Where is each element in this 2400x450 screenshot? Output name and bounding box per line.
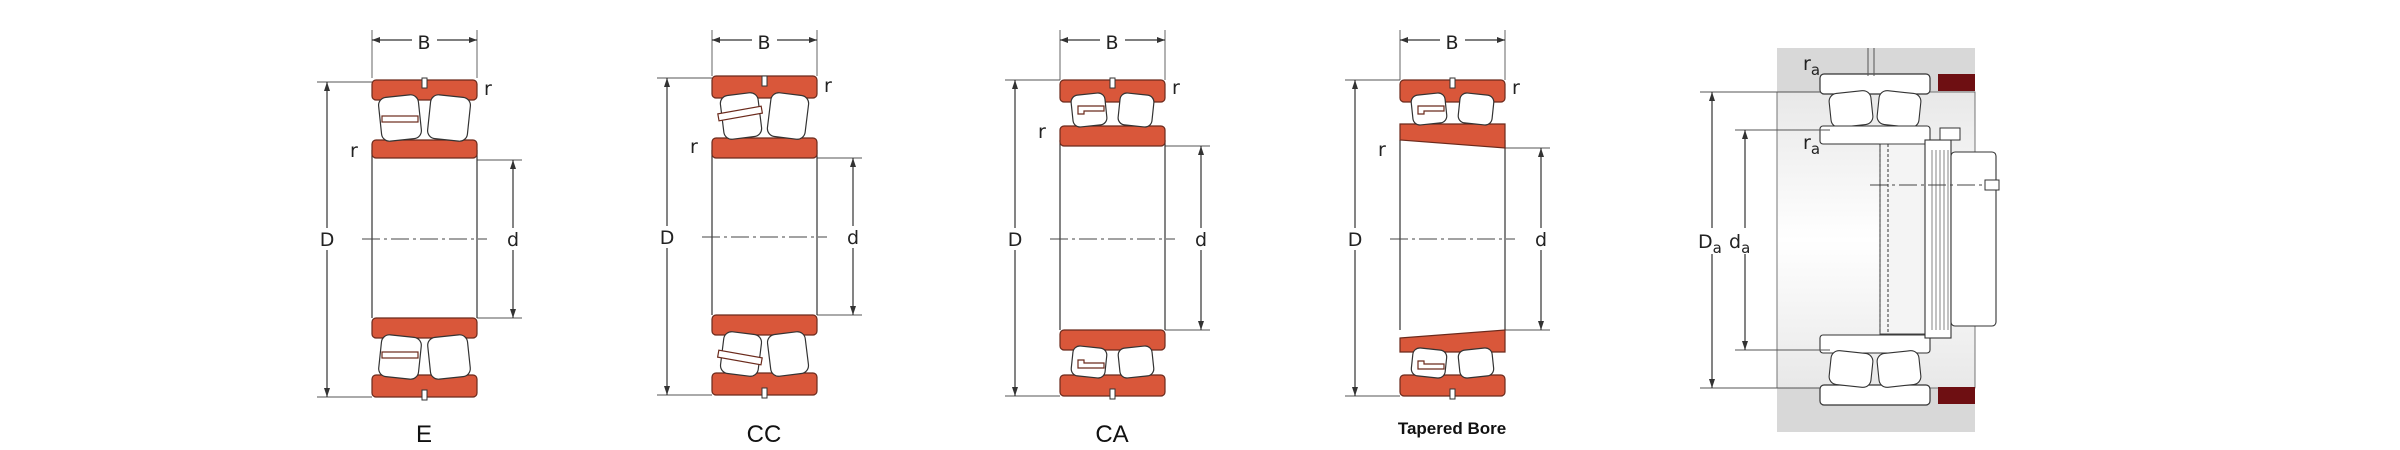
roller-top-left	[1828, 90, 1874, 128]
radius-label-inner: r	[1378, 139, 1386, 161]
cage-bottom	[381, 351, 419, 359]
inner-ring-bottom	[711, 314, 818, 336]
cage-bottom	[716, 349, 763, 366]
outer-diameter-label: D	[660, 227, 675, 249]
bore-diameter-label: d	[1535, 229, 1547, 251]
cage-top	[717, 105, 764, 122]
roller-top-right	[766, 92, 810, 140]
width-label: B	[757, 32, 770, 54]
fillet-radius-label-top: ra	[1803, 53, 1820, 79]
cage-top	[381, 115, 419, 123]
inner-ring-bottom	[1059, 329, 1166, 351]
bearing-variant-cc: B D d r r CC	[657, 30, 863, 448]
bearing-variant-tapered-bore: B D d r r Tapered Bore	[1345, 30, 1551, 438]
roller-bottom-left	[1070, 345, 1108, 379]
radius-label-outer: r	[1512, 77, 1520, 99]
inner-ring-bottom-tapered	[1399, 329, 1506, 353]
variant-caption: CC	[747, 421, 782, 448]
fillet-radius-label-inner: ra	[1803, 132, 1820, 158]
seal-bottom	[1938, 387, 1975, 404]
width-label: B	[417, 32, 430, 54]
roller-top-right	[1117, 92, 1155, 128]
cage-top	[1417, 105, 1445, 115]
bore-diameter-label: d	[1195, 229, 1207, 251]
inner-ring-top-tapered	[1399, 123, 1506, 149]
shaft-shoulder-diameter-label: da	[1729, 231, 1750, 257]
roller-top-right	[427, 94, 471, 142]
radius-label-inner: r	[1038, 121, 1046, 143]
roller-bottom-left	[1410, 347, 1448, 379]
radius-label-inner: r	[350, 140, 358, 162]
bore-diameter-label: d	[847, 227, 859, 249]
cage-bottom	[1077, 359, 1105, 369]
radius-label-inner: r	[690, 136, 698, 158]
sleeve-thread	[1931, 150, 1949, 330]
width-label: B	[1105, 32, 1118, 54]
roller-bottom-right	[1117, 345, 1155, 379]
inner-ring-bottom	[1819, 334, 1931, 354]
width-label: B	[1445, 32, 1458, 54]
outer-ring-top	[1819, 73, 1931, 95]
variant-caption: CA	[1095, 421, 1128, 448]
roller-bottom-right	[766, 331, 810, 377]
adapter-sleeve	[1879, 143, 1929, 335]
outer-diameter-label: D	[320, 229, 335, 251]
inner-ring-top	[1819, 125, 1931, 145]
roller-bottom-left	[1828, 350, 1874, 388]
roller-top-right	[1876, 90, 1922, 128]
inner-ring-top	[711, 137, 818, 159]
lock-washer-tab	[1939, 127, 1961, 141]
cage-top	[1077, 105, 1105, 115]
cage-bottom	[1417, 360, 1445, 370]
outer-diameter-label: D	[1348, 229, 1363, 251]
bearing-variant-ca: B D d r r CA	[1005, 30, 1211, 448]
lock-screw	[1984, 179, 2000, 191]
mounting-arrangement: Da da ra ra	[1696, 48, 2000, 432]
variant-caption: E	[416, 421, 432, 448]
variant-caption: Tapered Bore	[1398, 419, 1506, 438]
radius-label-outer: r	[1172, 77, 1180, 99]
inner-ring-top	[1059, 125, 1166, 147]
roller-bottom-right	[1876, 350, 1922, 388]
bearing-variant-e: B D d r r E	[317, 30, 523, 448]
radius-label-outer: r	[824, 75, 832, 97]
housing-shoulder-diameter-label: Da	[1698, 231, 1722, 257]
inner-ring-bottom	[371, 317, 478, 339]
inner-ring-top	[371, 139, 478, 159]
roller-bottom-right	[427, 334, 471, 380]
seal-top	[1938, 74, 1975, 91]
roller-top-right	[1457, 92, 1495, 126]
lock-nut	[1924, 139, 1952, 339]
lock-nut-collar	[1950, 151, 1997, 327]
outer-diameter-label: D	[1008, 229, 1023, 251]
roller-bottom-right	[1457, 347, 1495, 379]
radius-label-outer: r	[484, 78, 492, 100]
bore-diameter-label: d	[507, 229, 519, 251]
outer-ring-bottom	[1819, 384, 1931, 406]
